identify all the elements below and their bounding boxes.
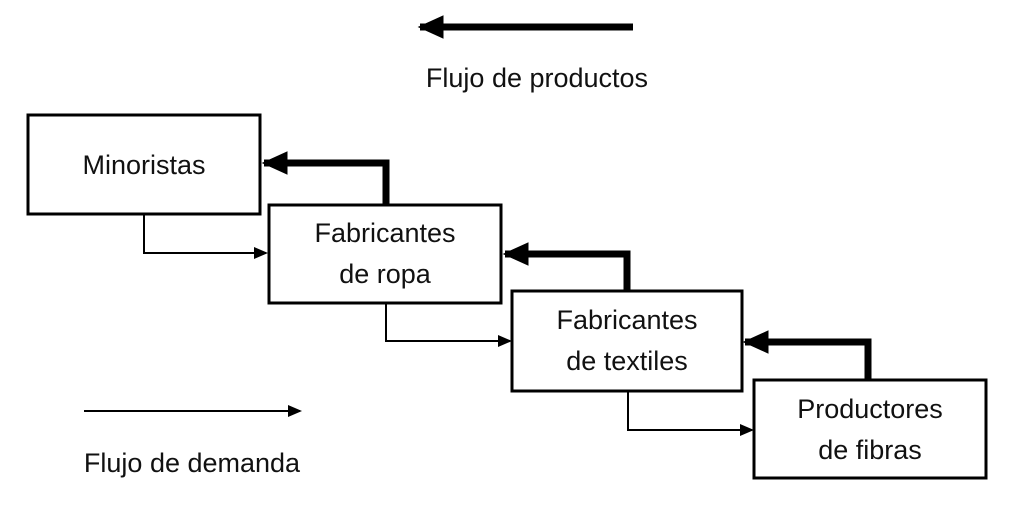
demand-flow-arrow-ropa-to-textiles xyxy=(385,303,512,347)
node-fabricantes-de-ropa-label-line1: Fabricantes xyxy=(314,218,455,248)
node-fabricantes-de-textiles-label-line2: de textiles xyxy=(566,346,688,376)
node-productores-de-fibras-label-line2: de fibras xyxy=(818,435,922,465)
node-fabricantes-de-ropa: Fabricantes de ropa xyxy=(267,203,503,305)
product-flow-arrow-ropa-to-minoristas xyxy=(261,151,390,205)
node-minoristas-label: Minoristas xyxy=(82,150,205,180)
demand-flow-legend-label: Flujo de demanda xyxy=(84,448,301,478)
node-fabricantes-de-textiles-label-line1: Fabricantes xyxy=(556,305,697,335)
node-fabricantes-de-textiles: Fabricantes de textiles xyxy=(510,289,744,393)
node-minoristas: Minoristas xyxy=(26,113,262,216)
demand-flow-arrow-textiles-to-fibras xyxy=(627,391,754,436)
product-flow-legend-label: Flujo de productos xyxy=(426,63,648,93)
product-flow-arrow-fibras-to-textiles xyxy=(742,330,872,380)
product-flow-arrow-textiles-to-ropa xyxy=(502,242,631,291)
node-fabricantes-de-ropa-label-line2: de ropa xyxy=(339,259,432,289)
demand-flow-arrow-minoristas-to-ropa xyxy=(143,214,268,259)
node-productores-de-fibras: Productores de fibras xyxy=(752,378,988,480)
node-productores-de-fibras-label-line1: Productores xyxy=(797,394,943,424)
